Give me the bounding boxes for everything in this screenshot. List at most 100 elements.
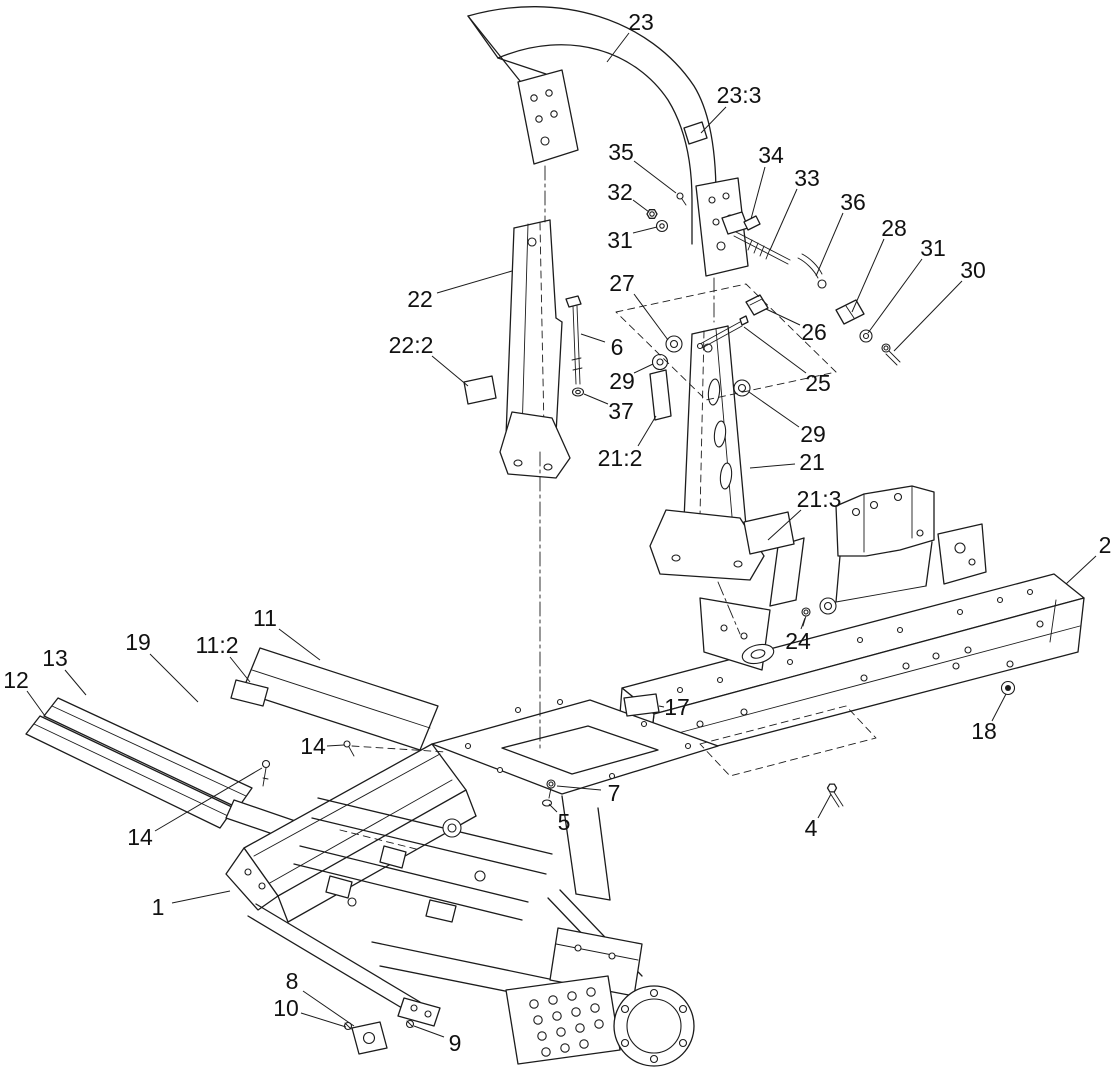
leader-line-19-25 [149,653,199,703]
callout-24-28: 24 [785,628,811,654]
callout-35-2: 35 [608,139,634,165]
callout-37-18: 37 [608,398,634,424]
washer-37 [571,387,585,397]
callout-36-6: 36 [840,189,866,215]
leader-line-29-19 [748,391,800,428]
bolt-24 [801,607,811,627]
post-part-22 [499,219,571,479]
callout-5-34: 5 [558,809,571,835]
flange-ring [613,985,695,1067]
floor-pan-part-12 [25,715,235,829]
bolt-7 [546,779,556,799]
callout-22-2-15: 22:2 [389,332,434,358]
rod-33 [733,231,791,265]
leader-line-26-14 [765,308,801,326]
bolt-4 [826,783,844,808]
leader-line-11-27 [278,628,321,661]
leader-line-35-2 [633,160,677,194]
leader-line-23-3-1 [700,106,727,134]
callout-12-29: 12 [3,667,29,693]
callout-9-40: 9 [449,1030,462,1056]
callout-32-5: 32 [607,179,633,205]
main-frame-part-1 [225,698,719,1067]
bolt-30 [881,343,901,366]
leader-line-36-6 [815,212,844,277]
callout-2-23: 2 [1099,532,1112,558]
leader-line-22-2-15 [431,355,469,387]
leader-line-27-12 [633,293,669,341]
pin-26 [745,294,769,316]
callout-27-12: 27 [609,270,635,296]
leader-line-32-5 [632,199,650,213]
callout-26-14: 26 [801,319,827,345]
washer-27 [665,335,683,353]
callout-1-37: 1 [152,894,165,920]
decal-22-2 [463,375,497,405]
screw-10 [343,1021,353,1031]
leader-lines-layer [26,32,1097,1038]
plug-18 [1000,680,1016,696]
post-part-21 [649,325,765,581]
leader-line-34-3 [750,166,766,220]
callout-14-36: 14 [127,824,153,850]
pin-25 [696,315,749,350]
leader-line-30-10 [893,280,963,352]
callout-11-27: 11 [253,605,277,631]
callout-29-19: 29 [800,421,826,447]
callout-31-9: 31 [920,235,946,261]
callout-6-13: 6 [611,334,624,360]
leader-line-4-35 [817,793,832,819]
leader-line-18-31 [991,693,1007,722]
callout-19-25: 19 [125,629,151,655]
leader-line-37-18 [583,393,609,405]
nut-32 [646,209,658,219]
washer-31b [859,329,873,343]
leader-line-7-33 [556,785,602,791]
callout-8-38: 8 [286,968,299,994]
leader-line-31-8 [632,226,658,234]
decal-17 [623,693,660,717]
callout-17-30: 17 [664,694,690,720]
plate-8 [351,1021,388,1055]
callout-7-33: 7 [608,780,621,806]
callout-23-3-1: 23:3 [717,82,762,108]
callout-23-0: 23 [628,9,654,35]
callout-4-35: 4 [805,815,818,841]
leader-line-10-39 [300,1012,347,1028]
decal-11-2 [230,679,269,707]
leader-line-17-30 [658,705,665,708]
washer-31a [655,219,669,233]
leader-line-11-2-26 [229,656,251,683]
panel-part-11 [241,647,439,751]
leader-line-2-23 [1065,555,1097,585]
bolt-6 [565,295,583,385]
leader-line-12-29 [26,690,46,717]
leader-line-33-4 [769,188,798,251]
callout-21-3-22: 21:3 [797,486,842,512]
assembly-centerlines [351,165,877,777]
leader-line-13-24 [64,669,87,696]
callout-14-32: 14 [300,733,326,759]
leader-line-31-9 [867,258,923,334]
leader-line-6-13 [580,333,606,343]
callout-11-2-26: 11:2 [195,632,238,658]
decal-21-3 [743,511,795,555]
decal-21-2 [649,369,672,421]
rops-hoop-part-23 [467,6,749,277]
leader-line-21-3-22 [767,509,802,541]
decal-23-3 [683,121,708,145]
pin-34 [743,215,761,231]
leader-line-28-7 [851,238,885,313]
callout-22-11: 22 [407,286,433,312]
leader-line-25-17 [743,326,807,374]
callout-21-2-20: 21:2 [598,445,643,471]
callout-18-31: 18 [971,718,997,744]
leader-line-1-37 [171,890,231,904]
washer-29b [733,379,751,397]
leader-line-14-32 [326,744,345,747]
leader-line-24-28 [800,617,806,630]
bolt-14a [343,740,355,757]
